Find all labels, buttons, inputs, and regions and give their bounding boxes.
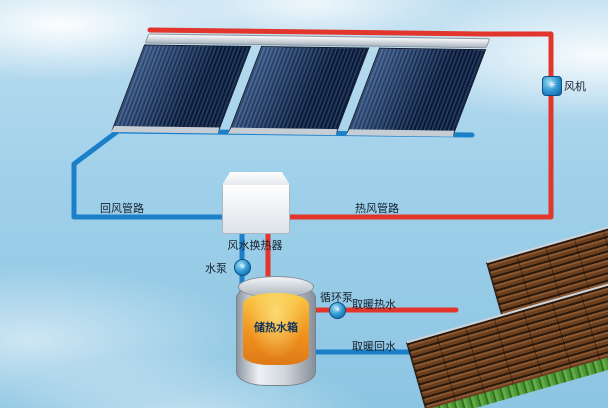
- solar-collector-array: [110, 33, 491, 138]
- water-pump-label: 水泵: [205, 263, 227, 275]
- fan-icon: ✳: [542, 76, 562, 96]
- circulation-pump-icon: ✳: [329, 302, 346, 319]
- water-pump-icon: ✳: [234, 259, 251, 276]
- return-air-pipe-label: 回风管路: [100, 203, 144, 215]
- heat-exchanger-top-face: [222, 172, 290, 185]
- return-air-pipe: [71, 128, 226, 220]
- hot-air-pipe-label: 热风管路: [355, 203, 399, 215]
- heat-exchanger-label: 风水换热器: [227, 240, 283, 252]
- heat-storage-tank: 储热水箱: [236, 276, 316, 386]
- heating-return-label: 取暖回水: [352, 341, 396, 353]
- fan-label: 风机: [564, 81, 586, 93]
- air-water-heat-exchanger: [222, 172, 290, 234]
- solar-collector-panel: [228, 46, 369, 136]
- storage-tank-label: 储热水箱: [254, 322, 298, 335]
- heating-supply-label: 取暖热水: [352, 299, 396, 311]
- tank-fluid: [243, 293, 309, 365]
- hot-air-pipe: [147, 27, 554, 220]
- solar-collector-panel: [110, 44, 252, 134]
- circulation-pump-label: 循环泵: [320, 292, 353, 304]
